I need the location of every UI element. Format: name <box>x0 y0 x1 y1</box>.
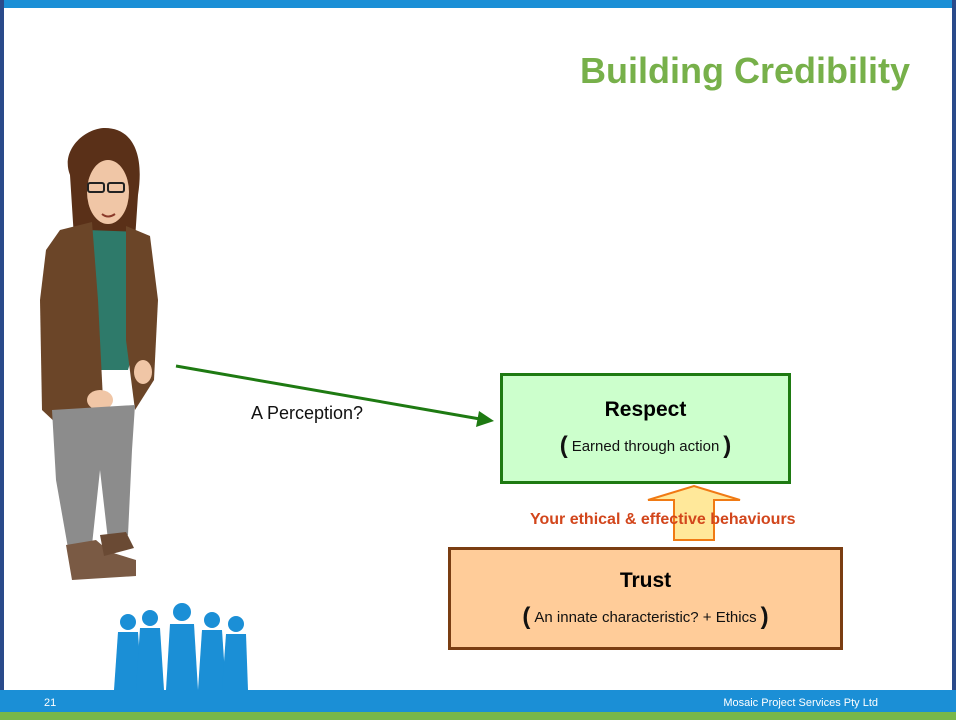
block-arrow-up-icon <box>647 484 741 541</box>
trust-heading: Trust <box>619 569 672 592</box>
perception-label: A Perception? <box>250 403 364 423</box>
company-name: Mosaic Project Services Pty Ltd <box>723 697 878 709</box>
behaviours-label: Your ethical & effective behaviours <box>530 511 796 528</box>
people-silhouettes-icon <box>114 603 248 690</box>
frame-right-border <box>952 0 956 690</box>
open-paren: ( <box>559 432 568 459</box>
man-illustration-icon <box>40 128 158 580</box>
trust-subtitle: An innate characteristic? + Ethics <box>534 609 757 626</box>
respect-heading: Respect <box>604 398 687 421</box>
trust-box: Trust (An innate characteristic? + Ethic… <box>448 547 843 650</box>
arrow-right-icon <box>175 364 494 427</box>
open-paren: ( <box>522 603 531 630</box>
footer-accent-bar <box>0 712 956 720</box>
respect-subtitle-line: (Earned through action) <box>503 432 788 460</box>
close-paren: ) <box>723 432 732 459</box>
slide-number: 21 <box>44 697 57 709</box>
trust-subtitle-line: (An innate characteristic? + Ethics) <box>451 603 840 631</box>
respect-box: Respect (Earned through action) <box>500 373 791 484</box>
frame-left-border <box>0 0 4 690</box>
frame-top-bar <box>0 0 956 8</box>
slide-title: Building Credibility <box>580 50 910 91</box>
close-paren: ) <box>760 603 769 630</box>
respect-subtitle: Earned through action <box>571 438 720 455</box>
